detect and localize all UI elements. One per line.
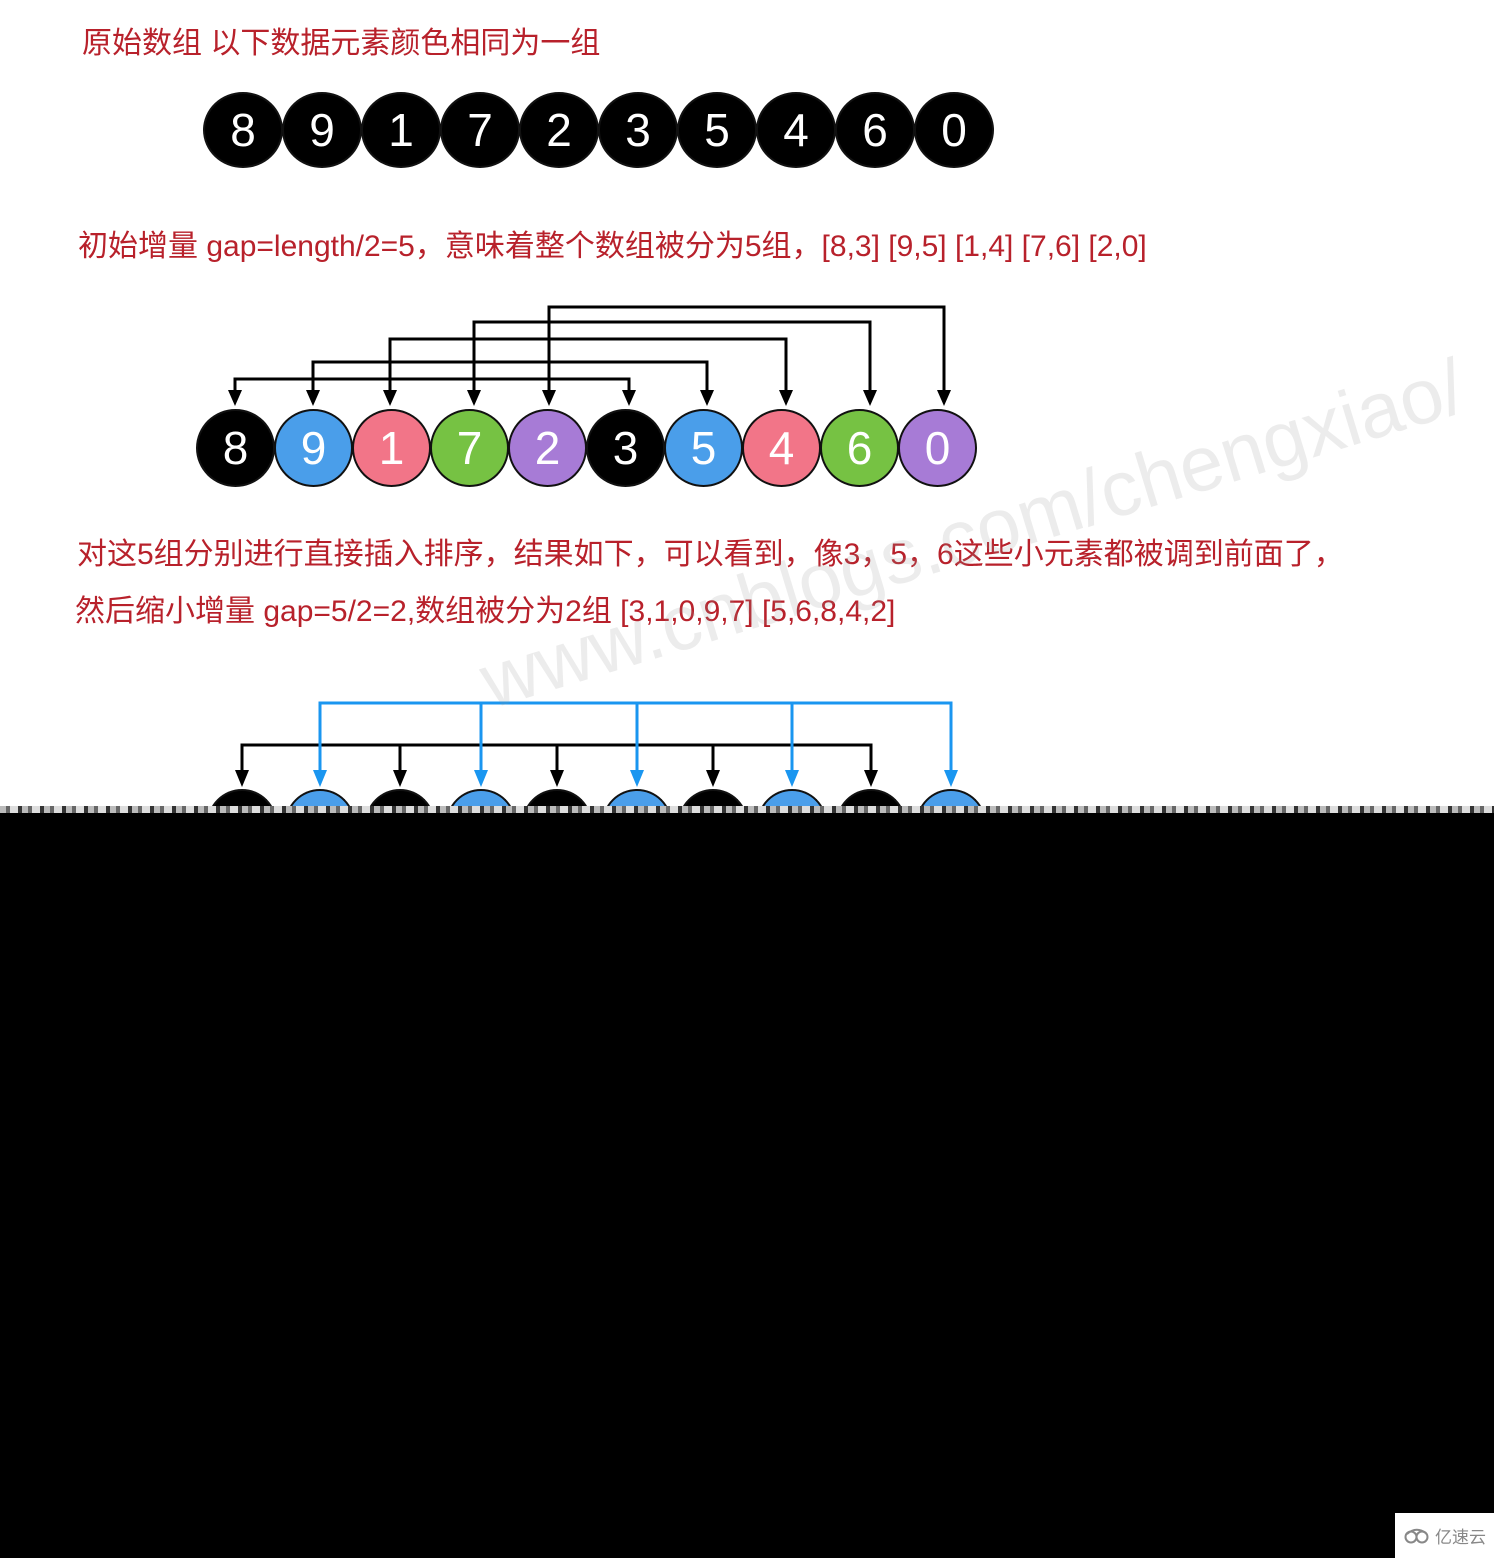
array-node-group-5: 2 [508,409,587,487]
array-node: 6 [835,92,915,168]
array-node-group-2: 9 [274,409,353,487]
image-corruption-strip [0,806,1494,813]
caption-gap2: 然后缩小增量 gap=5/2=2,数组被分为2组 [3,1,0,9,7] [5,… [75,595,896,628]
truncated-image-area [0,813,1494,1558]
caption-original-array: 原始数组 以下数据元素颜色相同为一组 [82,27,601,60]
array-node-group-3: 1 [352,409,431,487]
cloud-logo-icon [1404,1528,1429,1543]
array-node: 3 [598,92,678,168]
array-node: 2 [519,92,599,168]
array-node-group-4: 7 [430,409,509,487]
array-node-group-4: 6 [820,409,899,487]
array-node: 7 [440,92,520,168]
array-node-group-1: 8 [196,409,275,487]
array-node-group-3: 4 [742,409,821,487]
array-node-group-5: 0 [898,409,977,487]
array-node: 4 [756,92,836,168]
array-node: 8 [203,92,283,168]
array-node: 0 [914,92,994,168]
yisu-logo: 亿速云 [1395,1513,1494,1558]
array-node-group-2: 5 [664,409,743,487]
array-node: 1 [361,92,441,168]
caption-gap5-result: 对这5组分别进行直接插入排序，结果如下，可以看到，像3，5，6这些小元素都被调到… [77,538,1344,571]
array-node-group-1: 3 [586,409,665,487]
logo-text: 亿速云 [1435,1528,1486,1547]
gap2-connector-arrows [235,701,958,787]
caption-gap5: 初始增量 gap=length/2=5，意味着整个数组被分为5组，[8,3] [… [78,230,1147,263]
